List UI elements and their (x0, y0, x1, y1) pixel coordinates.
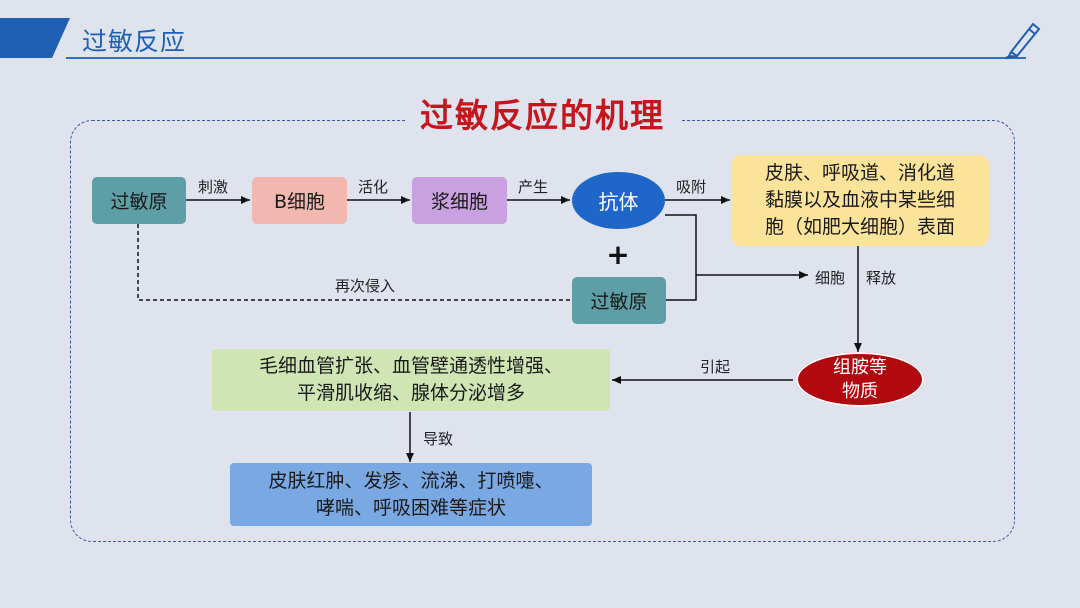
node-allergen: 过敏原 (92, 177, 186, 224)
effects-line-1: 毛细血管扩张、血管壁通透性增强、 (258, 355, 563, 377)
label-activate: 活化 (358, 178, 389, 196)
label-lead-to: 导致 (423, 430, 454, 448)
label-reenter: 再次侵入 (335, 277, 396, 295)
node-effects: 毛细血管扩张、血管壁通透性增强、 平滑肌收缩、腺体分泌增多 (212, 349, 610, 411)
header-divider (66, 57, 1026, 59)
node-allergen-again: 过敏原 (572, 277, 666, 324)
label-cell: 细胞 (815, 269, 846, 287)
histamine-line-1: 组胺等 (833, 356, 887, 378)
symptoms-line-1: 皮肤红肿、发疹、流涕、打喷嚏、 (268, 469, 554, 492)
node-plasma-cell: 浆细胞 (412, 177, 507, 224)
page-title: 过敏反应 (82, 27, 187, 56)
histamine-line-2: 物质 (842, 380, 878, 402)
cell-surface-line-3: 胞（如肥大细胞）表面 (764, 216, 955, 238)
label-produce: 产生 (518, 178, 549, 196)
cell-surface-line-1: 皮肤、呼吸道、消化道 (764, 162, 955, 184)
plus-sign: + (606, 238, 630, 271)
node-symptoms: 皮肤红肿、发疹、流涕、打喷嚏、 哮喘、呼吸困难等症状 (230, 463, 592, 526)
line-antibody-down (665, 214, 697, 301)
effects-line-2: 平滑肌收缩、腺体分泌增多 (296, 382, 525, 404)
node-histamine: 组胺等 物质 (796, 352, 924, 407)
pen-icon (1004, 22, 1041, 60)
label-cause: 引起 (700, 358, 731, 376)
node-antibody: 抗体 (572, 172, 665, 229)
diagram-title: 过敏反应的机理 (405, 92, 680, 140)
node-b-cell: B细胞 (252, 177, 347, 224)
node-cell-surface: 皮肤、呼吸道、消化道 黏膜以及血液中某些细 胞（如肥大细胞）表面 (731, 155, 989, 246)
line-reenter (137, 224, 570, 301)
label-adsorb: 吸附 (676, 178, 707, 196)
cell-surface-line-2: 黏膜以及血液中某些细 (764, 189, 955, 211)
label-stimulate: 刺激 (198, 178, 229, 196)
header-accent-bar (0, 18, 70, 58)
label-release: 释放 (866, 269, 897, 287)
symptoms-line-2: 哮喘、呼吸困难等症状 (315, 496, 506, 519)
